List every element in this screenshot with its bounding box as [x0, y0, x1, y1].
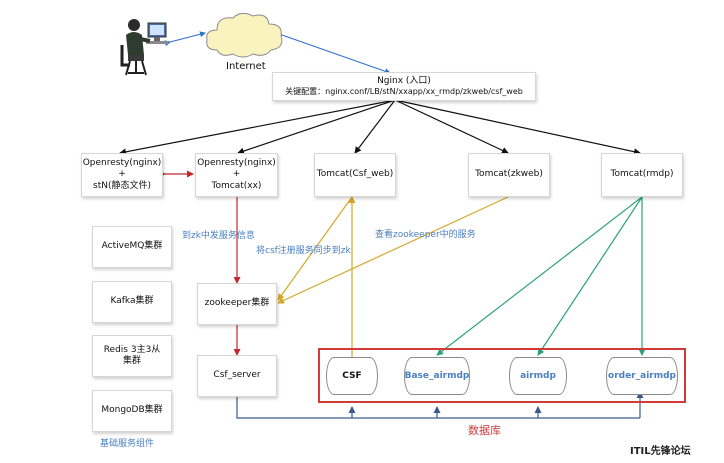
openresty-tomcat-node: Openresty(nginx) + Tomcat(xx)	[195, 153, 278, 197]
base-service-redis: Redis 3主3从 集群	[92, 335, 172, 377]
base-service-mongodb: MongoDB集群	[92, 390, 172, 432]
annotation-register-to-zk: 到zk中发服务信息	[182, 231, 255, 241]
database-group-label: 数据库	[468, 424, 501, 437]
tomcat-csf-web-node: Tomcat(Csf_web)	[314, 153, 396, 197]
db-base-airmdp: Base_airmdp	[404, 357, 470, 395]
watermark: ITIL先锋论坛	[630, 446, 691, 457]
zk-sync-links	[277, 196, 509, 357]
register-links	[159, 170, 241, 356]
user-computer-icon	[120, 19, 168, 76]
base-services-caption: 基础服务组件	[100, 439, 155, 449]
internet-cloud-icon	[206, 12, 283, 58]
nginx-title: Nginx (入口)	[377, 75, 431, 86]
openresty-stn-node: Openresty(nginx) + stN(静态文件)	[81, 153, 163, 197]
nginx-config: 关键配置：nginx.conf/LB/stN/xxapp/xx_rmdp/zkw…	[285, 87, 523, 97]
database-group-border	[318, 348, 686, 403]
base-service-activemq: ActiveMQ集群	[92, 226, 172, 268]
base-service-kafka: Kafka集群	[92, 281, 172, 323]
db-csf: CSF	[326, 357, 378, 395]
nginx-fanout-links	[119, 99, 641, 156]
nginx-entry-node: Nginx (入口) 关键配置：nginx.conf/LB/stN/xxapp/…	[272, 72, 536, 101]
tomcat-rmdp-node: Tomcat(rmdp)	[601, 153, 683, 197]
annotation-view-zk-services: 查看zookeeper中的服务	[375, 230, 476, 240]
annotation-sync-csf-to-zk: 将csf注册服务同步到zk	[256, 246, 351, 256]
internet-label: Internet	[226, 61, 266, 72]
zookeeper-cluster-node: zookeeper集群	[197, 283, 277, 325]
tomcat-zkweb-node: Tomcat(zkweb)	[468, 153, 550, 197]
csf-server-db-links	[236, 391, 644, 419]
link-internet-nginx	[276, 30, 391, 75]
csf-server-node: Csf_server	[197, 355, 277, 397]
rmdp-db-links	[436, 196, 646, 356]
db-airmdp: airmdp	[509, 357, 567, 395]
link-user-internet	[164, 31, 206, 47]
db-order-airmdp: order_airmdp	[606, 357, 678, 395]
